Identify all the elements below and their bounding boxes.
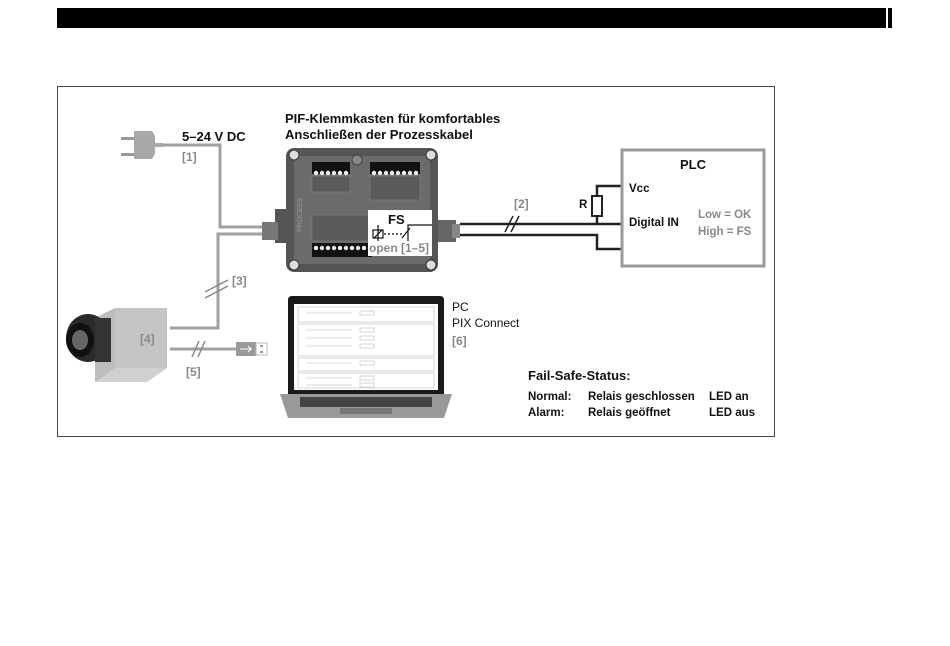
fail-safe-status-title: Fail-Safe-Status: — [528, 368, 769, 383]
pc-label: PC — [452, 300, 469, 314]
cable-ref-5: [5] — [186, 365, 201, 379]
terminal-box-title-line2: Anschließen der Prozesskabel — [285, 127, 473, 142]
power-ref-label: [1] — [182, 150, 197, 164]
pc-ref-6: [6] — [452, 334, 467, 348]
terminal-box-title-line1: PIF-Klemmkasten für komfortables — [285, 111, 500, 126]
status-state: Normal: — [528, 389, 588, 405]
plc-high-fs: High = FS — [698, 226, 751, 238]
cable-ref-2: [2] — [514, 197, 529, 211]
pix-connect-label: PIX Connect — [452, 316, 519, 330]
power-plug-icon — [121, 131, 163, 159]
laptop-icon — [280, 296, 452, 418]
status-row-alarm: Alarm: Relais geöffnet LED aus — [528, 405, 769, 421]
plc-low-ok: Low = OK — [698, 209, 751, 221]
cable-ref-3: [3] — [232, 274, 247, 288]
plc-digital-in-label: Digital IN — [629, 217, 679, 229]
fs-open-label: open [1–5] — [369, 241, 429, 255]
fail-safe-status: Fail-Safe-Status: Normal: Relais geschlo… — [528, 368, 769, 421]
status-led: LED aus — [709, 405, 769, 421]
status-relay: Relais geschlossen — [588, 389, 709, 405]
resistor-label: R — [579, 199, 587, 211]
fs-title: FS — [388, 212, 405, 227]
terminal-box-brand: PROCESS — [297, 197, 304, 232]
status-relay: Relais geöffnet — [588, 405, 709, 421]
camera-cable — [170, 234, 268, 328]
resistor-icon — [592, 196, 602, 216]
plc-title: PLC — [680, 157, 706, 172]
power-voltage-label: 5–24 V DC — [182, 129, 246, 144]
status-row-normal: Normal: Relais geschlossen LED an — [528, 389, 769, 405]
camera-ref-4: [4] — [140, 332, 155, 346]
usb-connector-icon — [236, 342, 267, 356]
power-cable — [162, 145, 268, 227]
plc-vcc-label: Vcc — [629, 183, 649, 195]
status-state: Alarm: — [528, 405, 588, 421]
status-led: LED an — [709, 389, 769, 405]
